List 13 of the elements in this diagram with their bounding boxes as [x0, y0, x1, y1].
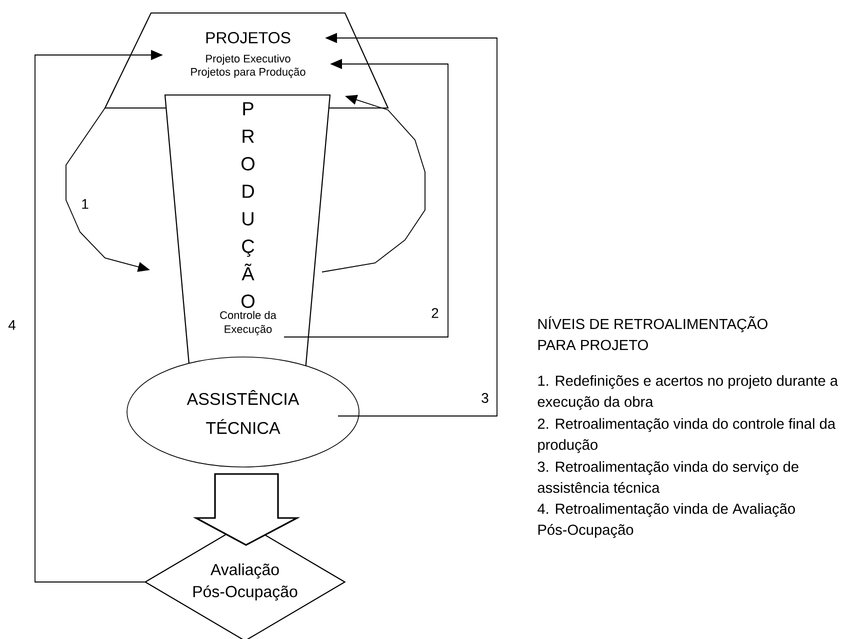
ellipse-node: ASSISTÊNCIA TÉCNICA — [126, 356, 360, 468]
trapezoid-box: PRODUÇÃO Controle da Execução — [164, 94, 331, 376]
note-text: NÍVEIS DE RETROALIMENTAÇÃO PARA PROJETO — [538, 316, 768, 350]
edge-label: 1 — [80, 198, 90, 210]
note-text: 4. Retroalimentação vinda de Avaliação Pós-Ocupação — [538, 503, 795, 538]
note-text: 3. Retroalimentação vinda do serviço de assistência técnica — [538, 461, 798, 493]
block-arrow — [192, 473, 300, 546]
edge-label: 4 — [7, 319, 17, 331]
note-text: 1. Redefinições e acertos no projeto durante a execução da obra — [538, 375, 838, 410]
arrow — [322, 94, 426, 272]
edge-label: 2 — [430, 307, 440, 319]
edge-label: 3 — [480, 392, 490, 404]
note-text: 2. Retroalimentação vinda do controle final da produção — [538, 418, 836, 453]
